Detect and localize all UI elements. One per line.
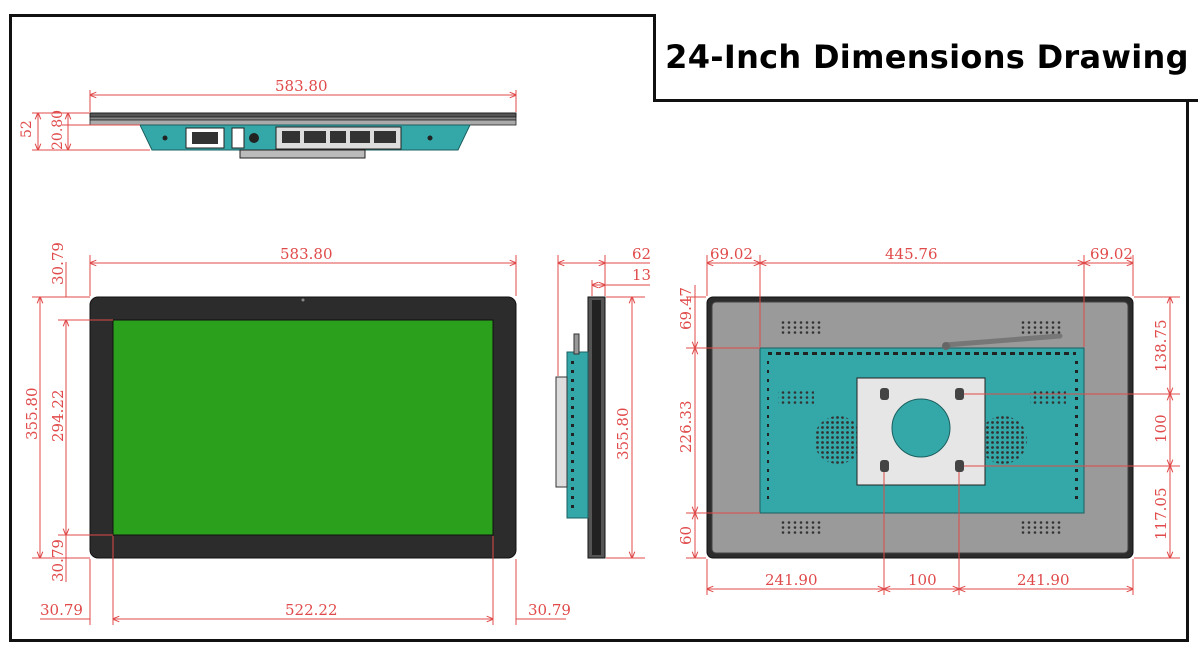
top-view: 583.80 52 20.80 — [19, 77, 517, 159]
back-bottom-right-dim: 241.90 — [1017, 571, 1070, 589]
back-vent-grille — [1020, 320, 1062, 335]
vesa-hole-icon — [880, 388, 889, 400]
back-right-top-dim: 138.75 — [1152, 320, 1170, 373]
top-view-frame — [89, 116, 517, 121]
front-screen — [112, 319, 494, 536]
port-icon — [330, 131, 346, 143]
side-frame — [592, 300, 601, 555]
right-speaker-icon — [979, 416, 1027, 464]
top-view-back-plate — [89, 119, 517, 126]
port-icon — [282, 131, 300, 143]
front-top-bezel-dim: 30.79 — [49, 242, 67, 285]
drawing-border — [9, 14, 1189, 642]
front-screen-height-dim: 294.22 — [49, 390, 67, 443]
back-vent-grille — [778, 390, 814, 404]
top-body-dim: 20.80 — [50, 110, 66, 150]
side-view: 62 13 355.80 — [555, 245, 651, 558]
back-vent-grille — [1020, 519, 1062, 534]
front-width-dim: 583.80 — [280, 245, 333, 263]
back-bottom-offset-dim: 60 — [677, 526, 695, 545]
side-height-dim: 355.80 — [614, 408, 632, 461]
vesa-hole-icon — [955, 460, 964, 472]
side-mount-plate — [555, 376, 568, 488]
back-center-height-dim: 226.33 — [677, 401, 695, 454]
back-left-offset-dim: 69.02 — [710, 245, 753, 263]
side-housing — [566, 351, 589, 519]
drawing-title: 24-Inch Dimensions Drawing — [665, 37, 1189, 76]
top-view-bezel — [89, 112, 517, 118]
port-icon — [374, 131, 396, 143]
antenna-icon — [942, 333, 1063, 348]
stand-base — [239, 149, 366, 159]
back-bottom-left-dim: 241.90 — [765, 571, 818, 589]
screw-icon — [427, 135, 433, 141]
front-left-bezel-dim: 30.79 — [40, 601, 83, 619]
back-vent-grille — [780, 519, 822, 534]
title-box: 24-Inch Dimensions Drawing — [653, 14, 1198, 102]
antenna-icon — [573, 333, 580, 355]
side-vents — [571, 358, 577, 512]
power-socket-inner — [192, 132, 218, 144]
power-switch-icon — [231, 127, 245, 149]
back-view: 69.02 445.76 69.02 69.47 226.33 60 138.7… — [677, 245, 1180, 595]
screw-icon — [162, 135, 168, 141]
side-frame-dim: 13 — [632, 266, 651, 284]
back-right-bottom-dim: 117.05 — [1152, 488, 1170, 541]
back-top-vents — [768, 352, 1076, 356]
back-vent-grille — [780, 320, 822, 335]
top-depth-dim: 52 — [19, 120, 35, 138]
front-screen-width-dim: 522.22 — [285, 601, 338, 619]
front-bottom-bezel-dim: 30.79 — [49, 539, 67, 582]
back-left-vents — [764, 360, 769, 505]
back-vesa-height-dim: 100 — [1152, 414, 1170, 443]
back-vent-grille — [1030, 390, 1066, 404]
port-icon — [350, 131, 370, 143]
back-vesa-width-dim: 100 — [908, 571, 937, 589]
camera-icon — [301, 298, 305, 302]
back-right-vents — [1075, 360, 1080, 505]
front-height-dim: 355.80 — [23, 388, 41, 441]
back-right-offset-dim: 69.02 — [1090, 245, 1133, 263]
vesa-center-hole — [891, 398, 951, 458]
antenna-base-icon — [942, 342, 950, 350]
port-icon — [304, 131, 326, 143]
front-right-bezel-dim: 30.79 — [528, 601, 571, 619]
side-depth-dim: 62 — [632, 245, 651, 263]
back-center-width-dim: 445.76 — [885, 245, 938, 263]
vesa-hole-icon — [955, 388, 964, 400]
front-view: 583.80 355.80 294.22 30.79 30.79 30.79 5… — [23, 242, 571, 625]
left-speaker-icon — [814, 416, 862, 464]
dc-jack-icon — [249, 133, 259, 143]
top-width-dim: 583.80 — [275, 77, 328, 95]
back-top-offset-dim: 69.47 — [677, 287, 695, 330]
vesa-hole-icon — [880, 460, 889, 472]
